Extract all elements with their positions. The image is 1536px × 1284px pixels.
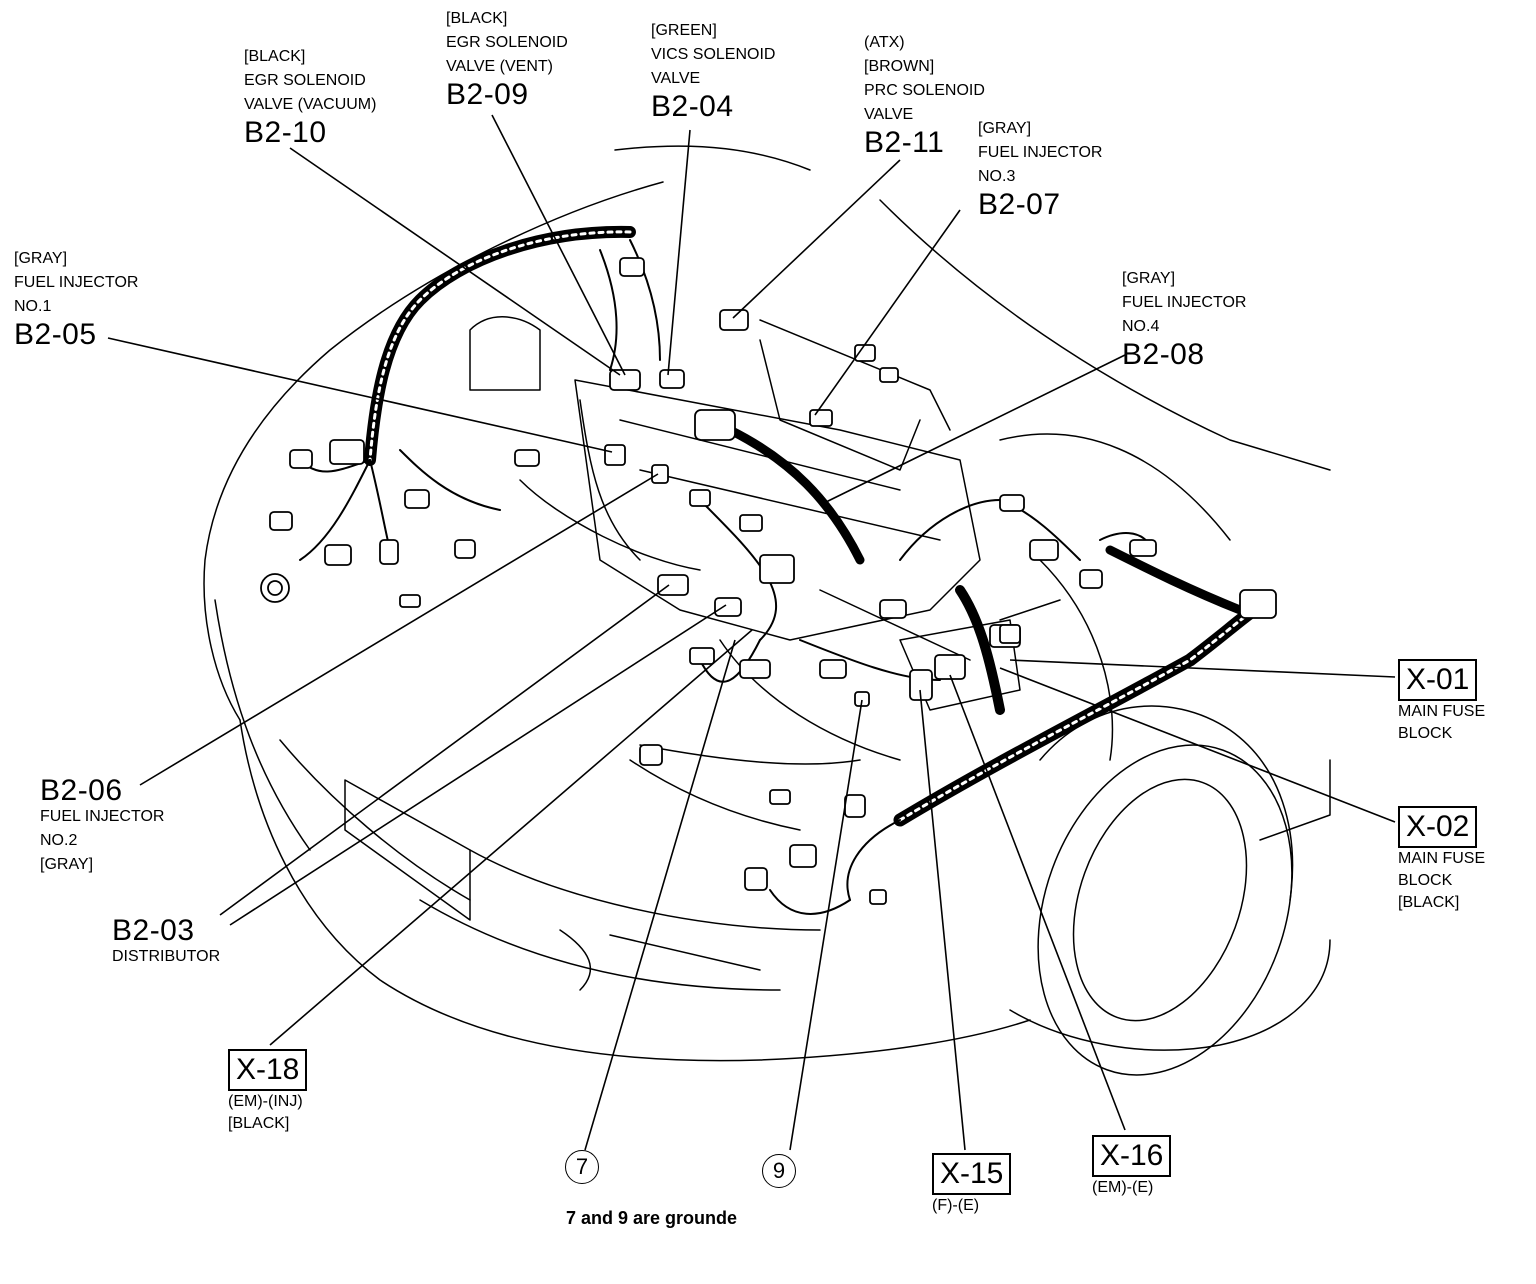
callout-b2-07-code: B2-07 (978, 188, 1061, 221)
callout-b2-05-line-3: NO.1 (14, 298, 52, 315)
callout-b2-06: B2-06 FUEL INJECTOR NO.2 [GRAY] (40, 776, 164, 878)
callout-x-02-line-3: [BLACK] (1398, 894, 1460, 911)
callout-x-18: X-18 (EM)-(INJ) [BLACK] (228, 1049, 308, 1135)
ground-9-marker: 9 (762, 1154, 796, 1188)
callout-x-02: X-02 MAIN FUSE BLOCK [BLACK] (1398, 806, 1485, 914)
callout-b2-03-code: B2-03 (112, 914, 195, 947)
callout-b2-08-line-1: [GRAY] (1122, 270, 1176, 287)
callout-x-02-line-2: BLOCK (1398, 872, 1453, 889)
callout-b2-05-code: B2-05 (14, 318, 97, 351)
callout-b2-04-code: B2-04 (651, 90, 734, 123)
callout-x-18-line-1: (EM)-(INJ) (228, 1093, 303, 1110)
callout-b2-04-line-1: [GREEN] (651, 22, 717, 39)
callout-x-16-line-1: (EM)-(E) (1092, 1179, 1154, 1196)
callout-x-15-line-1: (F)-(E) (932, 1197, 980, 1214)
callout-b2-05-line-1: [GRAY] (14, 250, 68, 267)
callout-b2-06-line-1: FUEL INJECTOR (40, 808, 165, 825)
branch-wires (299, 239, 1151, 915)
callout-b2-08-line-2: FUEL INJECTOR (1122, 294, 1247, 311)
callout-x-15: X-15 (F)-(E) (932, 1153, 1012, 1217)
callout-b2-06-line-3: [GRAY] (40, 856, 94, 873)
callout-b2-10-line-3: VALVE (VACUUM) (244, 96, 377, 113)
callout-b2-11: (ATX) [BROWN] PRC SOLENOID VALVE B2-11 (864, 32, 985, 158)
callout-b2-07-line-2: FUEL INJECTOR (978, 144, 1103, 161)
callout-b2-03: B2-03 DISTRIBUTOR (112, 916, 220, 970)
callout-b2-05: [GRAY] FUEL INJECTOR NO.1 B2-05 (14, 248, 138, 350)
callout-b2-11-line-4: VALVE (864, 106, 914, 123)
callout-x-02-line-1: MAIN FUSE (1398, 850, 1486, 867)
grounds-footnote: 7 and 9 are grounde (566, 1208, 738, 1228)
callout-x-01-line-2: BLOCK (1398, 725, 1453, 742)
callout-b2-09: [BLACK] EGR SOLENOID VALVE (VENT) B2-09 (446, 8, 568, 110)
callout-b2-10-code: B2-10 (244, 116, 327, 149)
callout-x-16-code: X-16 (1092, 1135, 1172, 1177)
callout-b2-04: [GREEN] VICS SOLENOID VALVE B2-04 (651, 20, 775, 122)
callout-b2-11-code: B2-11 (864, 126, 945, 159)
ground-7-marker: 7 (565, 1150, 599, 1184)
callout-b2-06-code: B2-06 (40, 774, 123, 807)
callout-b2-10-line-1: [BLACK] (244, 48, 306, 65)
callout-b2-10-line-2: EGR SOLENOID (244, 72, 366, 89)
callout-x-01-line-1: MAIN FUSE (1398, 703, 1486, 720)
callout-b2-07-line-3: NO.3 (978, 168, 1016, 185)
callout-b2-10: [BLACK] EGR SOLENOID VALVE (VACUUM) B2-1… (244, 46, 376, 148)
callout-b2-06-line-2: NO.2 (40, 832, 78, 849)
callout-b2-03-line-1: DISTRIBUTOR (112, 948, 221, 965)
callout-b2-08: [GRAY] FUEL INJECTOR NO.4 B2-08 (1122, 268, 1246, 370)
callout-b2-09-line-2: EGR SOLENOID (446, 34, 568, 51)
callout-b2-11-line-2: [BROWN] (864, 58, 935, 75)
callout-b2-09-code: B2-09 (446, 78, 529, 111)
callout-x-18-code: X-18 (228, 1049, 308, 1091)
callout-b2-07-line-1: [GRAY] (978, 120, 1032, 137)
callout-b2-07: [GRAY] FUEL INJECTOR NO.3 B2-07 (978, 118, 1102, 220)
callout-b2-05-line-2: FUEL INJECTOR (14, 274, 139, 291)
callout-b2-04-line-2: VICS SOLENOID (651, 46, 776, 63)
callout-b2-04-line-3: VALVE (651, 70, 701, 87)
callout-x-02-code: X-02 (1398, 806, 1478, 848)
callout-x-16: X-16 (EM)-(E) (1092, 1135, 1172, 1199)
callout-b2-09-line-1: [BLACK] (446, 10, 508, 27)
callout-x-01: X-01 MAIN FUSE BLOCK (1398, 659, 1485, 745)
callout-b2-11-line-3: PRC SOLENOID (864, 82, 985, 99)
callout-b2-09-line-3: VALVE (VENT) (446, 58, 553, 75)
callout-b2-08-code: B2-08 (1122, 338, 1205, 371)
leader-lines (107, 114, 1396, 1151)
callout-b2-11-line-1: (ATX) (864, 34, 905, 51)
callout-x-18-line-2: [BLACK] (228, 1115, 290, 1132)
callout-x-01-code: X-01 (1398, 659, 1478, 701)
callout-b2-08-line-3: NO.4 (1122, 318, 1160, 335)
callout-x-15-code: X-15 (932, 1153, 1012, 1195)
